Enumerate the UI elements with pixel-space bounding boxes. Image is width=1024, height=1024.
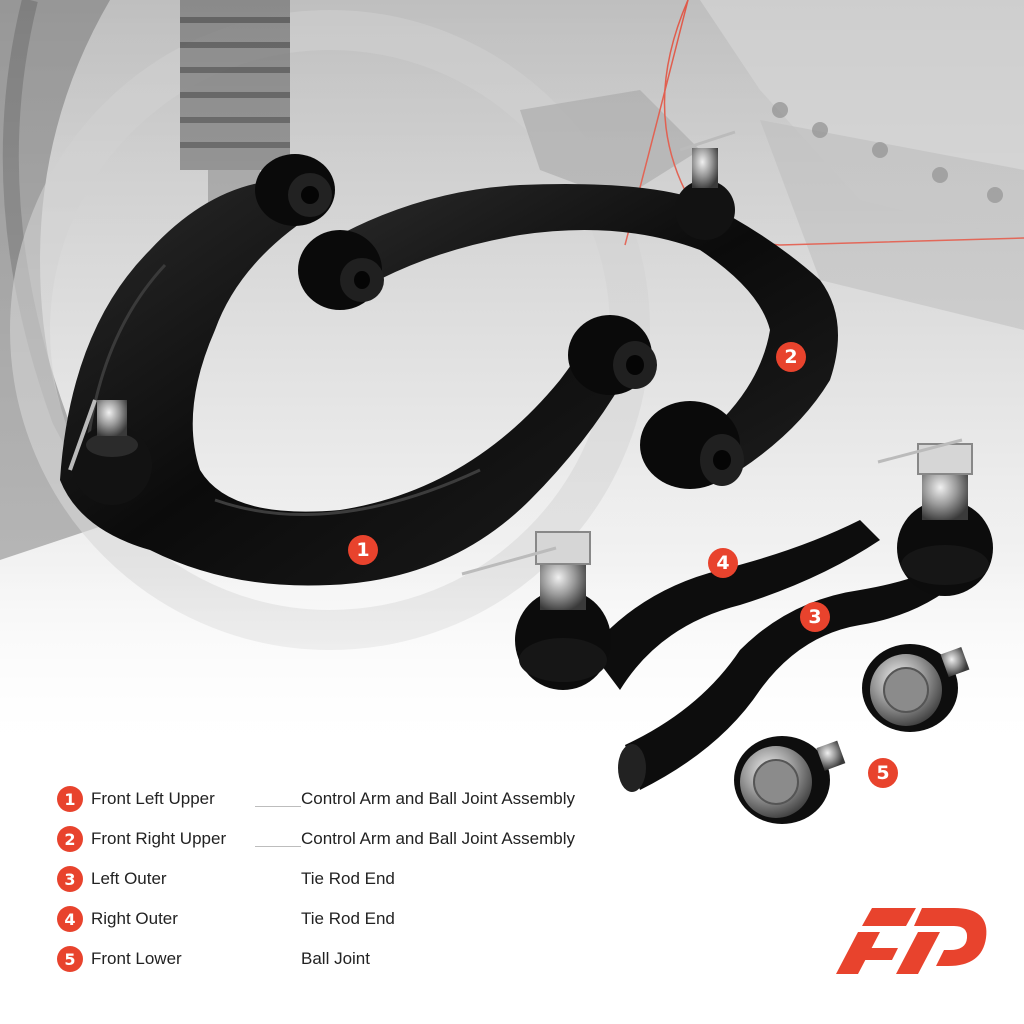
a-premium-logo-icon [836,908,987,974]
legend-position: Front Left Upper [91,789,215,808]
callout-4: 4 [708,548,738,578]
legend-part-name: Control Arm and Ball Joint Assembly [301,789,576,808]
legend-row: 4 Right Outer Tie Rod End [57,906,657,946]
legend-row: 3 Left Outer Tie Rod End [57,866,657,906]
legend-part-name: Control Arm and Ball Joint Assembly [301,829,576,848]
callout-3: 3 [800,602,830,632]
legend-part-name: Tie Rod End [301,869,395,888]
legend-row: 1 Front Left Upper Control Arm and Ball … [57,786,657,826]
legend-position: Front Lower [91,949,182,968]
legend-number: 5 [57,946,83,972]
legend-part-name: Tie Rod End [301,909,395,928]
legend-number: 4 [57,906,83,932]
parts-legend: 1 Front Left Upper Control Arm and Ball … [57,786,657,986]
legend-number: 3 [57,866,83,892]
front-left-upper-control-arm [60,154,657,586]
front-lower-ball-joints [734,644,970,824]
callout-1: 1 [348,535,378,565]
legend-position: Left Outer [91,869,167,888]
legend-part-name: Ball Joint [301,949,370,968]
front-right-upper-control-arm [298,130,838,489]
legend-leader-line [255,806,301,807]
callout-2: 2 [776,342,806,372]
legend-row: 5 Front Lower Ball Joint [57,946,657,986]
legend-position: Front Right Upper [91,829,227,848]
callout-5: 5 [868,758,898,788]
legend-number: 1 [57,786,83,812]
right-outer-tie-rod-end [461,520,880,690]
left-outer-tie-rod-end [618,438,993,792]
legend-row: 2 Front Right Upper Control Arm and Ball… [57,826,657,866]
legend-position: Right Outer [91,909,178,928]
legend-number: 2 [57,826,83,852]
legend-leader-line [255,846,301,847]
